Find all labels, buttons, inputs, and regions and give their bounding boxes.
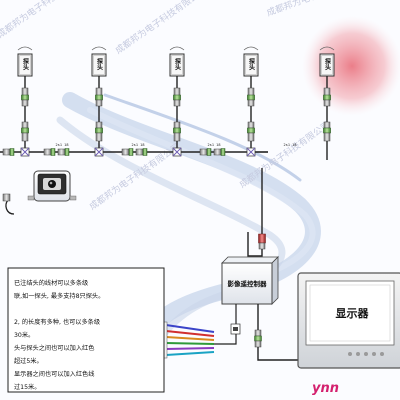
note-line: 已注结头的线材可以多条级 — [14, 279, 88, 287]
monitor-buttons — [348, 352, 384, 356]
camera-label: 探头 — [22, 57, 29, 71]
camera-unit: 探头 — [243, 46, 259, 153]
camera-label: 探头 — [174, 57, 181, 71]
camera-unit: 探头 — [17, 46, 33, 153]
camera-module — [2, 170, 77, 215]
wire-label: 2s1 18 — [284, 143, 297, 147]
watermark-text: 成都邦为电子科技有限公司 — [265, 0, 371, 19]
tee-junction — [246, 147, 256, 157]
note-line: 过15米。 — [14, 383, 40, 391]
note-line: 2, 的长度有多种, 也可以多条级 — [14, 318, 100, 326]
note-line: 头与探头之间也可以加入红色 — [14, 344, 94, 352]
tee-junction — [20, 147, 30, 157]
camera-label: 探头 — [248, 57, 255, 71]
wire-labels: 2s1 18 2s1 18 2s1 18 2s1 18 — [56, 143, 297, 147]
notes-panel: 已注结头的线材可以多条级 联,如一探头, 最多支持8只探头。 2, 的长度有多种… — [7, 267, 165, 393]
tee-junction — [172, 147, 182, 157]
note-line: 超过5米。 — [14, 357, 43, 365]
watermark-text: 成都邦为电子科技有限公司 — [0, 0, 90, 40]
red-glow-decoration — [302, 16, 400, 116]
note-line: 显示器之间也可以加入红色线 — [14, 370, 94, 378]
tee-junction — [94, 147, 104, 157]
camera-label: 探头 — [324, 57, 331, 71]
brand-logo-text: ynn — [312, 381, 339, 396]
note-line: 30米。 — [14, 331, 34, 339]
camera-unit: 探头 — [91, 46, 107, 153]
controller-wiring — [214, 304, 298, 361]
swirl-decoration — [56, 92, 321, 364]
wire-label: 2s1 18 — [56, 143, 69, 147]
controller-box: 影像遥控制器 — [221, 256, 279, 305]
controller-label: 影像遥控制器 — [228, 279, 268, 288]
watermark-text: 成都邦为电子科技有限公司 — [113, 0, 208, 56]
note-line: 联,如一探头, 最多支持8只探头。 — [14, 292, 104, 300]
wire-label: 2s1 18 — [132, 143, 145, 147]
camera-label: 探头 — [96, 57, 103, 71]
camera-unit: 探头 — [169, 46, 185, 153]
wire-label: 2s1 18 — [208, 143, 221, 147]
camera-unit: 探头 — [319, 46, 335, 153]
monitor-label: 显示器 — [336, 307, 370, 320]
monitor: 显示器 — [297, 272, 400, 369]
red-cable — [247, 168, 266, 257]
